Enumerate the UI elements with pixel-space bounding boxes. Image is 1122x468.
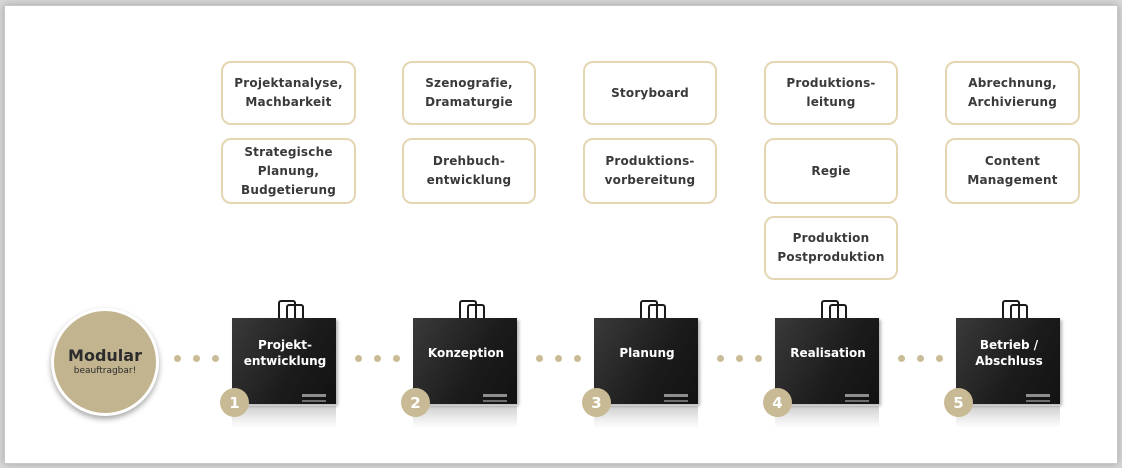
bag-brand-mark <box>483 400 507 402</box>
connector-dot <box>174 355 181 362</box>
connector-dot <box>536 355 543 362</box>
connector-dot <box>755 355 762 362</box>
diagram-frame <box>4 5 1118 464</box>
bag-brand-mark <box>1026 394 1050 397</box>
task-box: Szenografie, Dramaturgie <box>402 61 536 125</box>
bag-handle <box>1010 304 1028 324</box>
connector-dot <box>917 355 924 362</box>
connector-dot <box>898 355 905 362</box>
bag-body <box>413 318 517 404</box>
phase-label: Realisation <box>790 346 866 360</box>
modular-subtitle: beauftragbar! <box>73 366 137 376</box>
phase-label: Projekt- entwicklung <box>243 338 327 368</box>
connector-dot <box>393 355 400 362</box>
task-box: Produktions- leitung <box>764 61 898 125</box>
task-box: Projektanalyse, Machbarkeit <box>221 61 356 125</box>
bag-brand-mark <box>664 394 688 397</box>
task-box: Strategische Planung, Budgetierung <box>221 138 356 204</box>
phase-bag-4: Realisation <box>775 318 881 406</box>
bag-body <box>775 318 879 404</box>
bag-body <box>232 318 336 404</box>
task-box: Regie <box>764 138 898 204</box>
bag-handle <box>640 300 658 320</box>
modular-title: Modular <box>68 346 142 365</box>
bag-handle <box>278 300 296 320</box>
connector-dot <box>374 355 381 362</box>
bag-handle <box>829 304 847 324</box>
connector-dot <box>936 355 943 362</box>
phase-label: Betrieb / Abschluss <box>975 338 1043 368</box>
bag-body <box>594 318 698 404</box>
phase-number: 5 <box>944 388 973 417</box>
phase-label: Planung <box>619 346 675 360</box>
bag-reflection <box>775 406 879 428</box>
phase-number: 4 <box>763 388 792 417</box>
bag-brand-mark <box>845 400 869 402</box>
connector-dot <box>574 355 581 362</box>
bag-brand-mark <box>664 400 688 402</box>
bag-reflection <box>413 406 517 428</box>
bag-handle <box>821 300 839 320</box>
phase-bag-2: Konzeption <box>413 318 519 406</box>
bag-brand-mark <box>1026 400 1050 402</box>
phase-bag-3: Planung <box>594 318 700 406</box>
phase-number: 2 <box>401 388 430 417</box>
bag-reflection <box>956 406 1060 428</box>
connector-dot <box>193 355 200 362</box>
connector-dot <box>555 355 562 362</box>
task-box: Drehbuch- entwicklung <box>402 138 536 204</box>
bag-handle <box>648 304 666 324</box>
connector-dot <box>355 355 362 362</box>
bag-brand-mark <box>302 400 326 402</box>
task-box: Produktion Postproduktion <box>764 216 898 280</box>
bag-handle <box>286 304 304 324</box>
connector-dot <box>212 355 219 362</box>
bag-handle <box>1002 300 1020 320</box>
bag-reflection <box>232 406 336 428</box>
bag-brand-mark <box>302 394 326 397</box>
bag-brand-mark <box>483 394 507 397</box>
modular-badge: Modular beauftragbar! <box>51 308 159 416</box>
phase-label: Konzeption <box>427 346 505 360</box>
task-box: Content Management <box>945 138 1080 204</box>
bag-handle <box>459 300 477 320</box>
task-box: Produktions- vorbereitung <box>583 138 717 204</box>
phase-number: 3 <box>582 388 611 417</box>
bag-brand-mark <box>845 394 869 397</box>
connector-dot <box>717 355 724 362</box>
phase-bag-5: Betrieb / Abschluss <box>956 318 1062 406</box>
task-box: Abrechnung, Archivierung <box>945 61 1080 125</box>
task-box: Storyboard <box>583 61 717 125</box>
connector-dot <box>736 355 743 362</box>
phase-bag-1: Projekt- entwicklung <box>232 318 338 406</box>
bag-handle <box>467 304 485 324</box>
bag-reflection <box>594 406 698 428</box>
bag-body <box>956 318 1060 404</box>
phase-number: 1 <box>220 388 249 417</box>
